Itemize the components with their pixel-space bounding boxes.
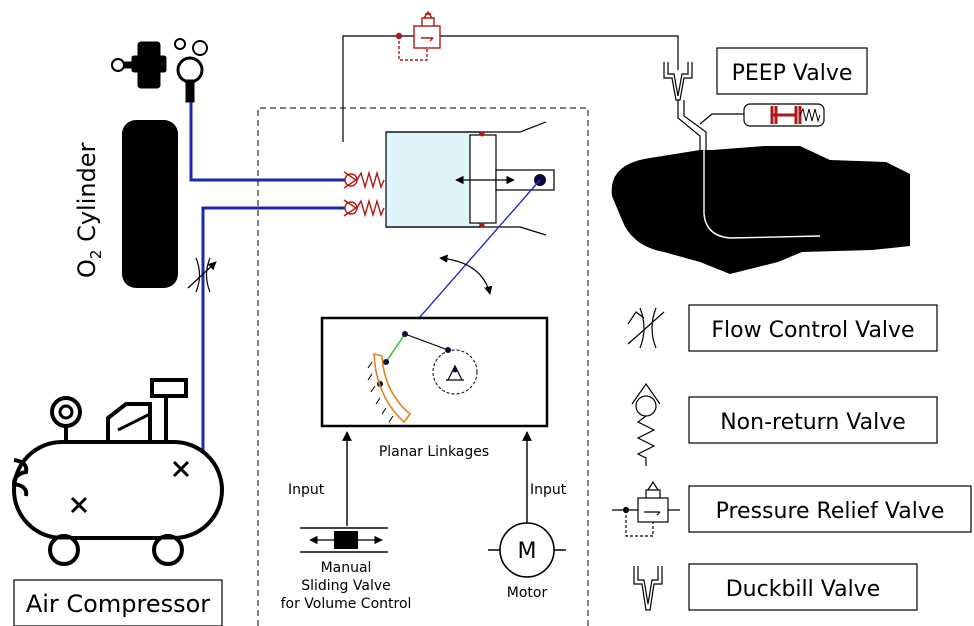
legend-duckbill-valve-icon — [633, 566, 663, 611]
o2-supply-pipe — [189, 102, 345, 182]
legend-label-pressure-relief: Pressure Relief Valve — [716, 499, 945, 524]
input-right-label: Input — [530, 482, 567, 498]
legend-flow-control-valve-icon — [627, 307, 665, 349]
sliding-valve-label-3: for Volume Control — [281, 596, 412, 612]
flow-control-valve-icon — [187, 257, 217, 293]
input-left-label: Input — [288, 482, 325, 498]
pressure-relief-valve-icon — [395, 10, 441, 61]
sliding-valve-label-1: Manual — [321, 560, 372, 576]
legend-label-flow-control: Flow Control Valve — [711, 318, 914, 343]
legend-box-pressure-relief — [688, 485, 972, 533]
legend-pressure-relief-valve-icon — [612, 480, 680, 537]
o2-cylinder-label: O2 Cylinder — [73, 142, 105, 278]
legend-non-return-valve-icon — [631, 382, 661, 466]
rotation-arrow — [439, 254, 493, 295]
top-circuit-line — [342, 35, 679, 142]
motor-label: Motor — [507, 585, 548, 601]
air-supply-pipe — [180, 206, 345, 468]
endotracheal-tube — [703, 134, 821, 239]
peep-valve-label-box — [716, 47, 868, 95]
planar-linkages-label: Planar Linkages — [379, 444, 489, 460]
sliding-valve-icon — [300, 527, 388, 553]
legend-box-flow-control — [688, 304, 938, 352]
planar-linkage-box — [320, 316, 549, 428]
o2-regulator — [111, 38, 208, 103]
air-compressor-icon — [11, 378, 224, 566]
air-compressor-label: Air Compressor — [26, 590, 210, 618]
legend-label-non-return: Non-return Valve — [720, 410, 906, 435]
non-return-valve-icon — [343, 170, 385, 218]
patient-head — [611, 146, 910, 274]
legend: Flow Control Valve Non-return Valve Pres… — [612, 304, 972, 611]
piston-chamber — [385, 121, 555, 236]
dashed-enclosure — [257, 107, 589, 626]
motor-symbol: M — [518, 539, 537, 564]
motor-icon — [488, 522, 566, 578]
air-compressor-label-box — [13, 579, 223, 626]
legend-label-duckbill: Duckbill Valve — [726, 577, 881, 602]
legend-box-duckbill — [688, 563, 918, 611]
peep-spring-valve-icon — [743, 103, 825, 127]
peep-valve-label: PEEP Valve — [732, 61, 853, 86]
legend-box-non-return — [688, 396, 938, 444]
sliding-valve-label-2: Sliding Valve — [301, 578, 391, 594]
o2-cylinder: O2 Cylinder — [73, 120, 178, 288]
